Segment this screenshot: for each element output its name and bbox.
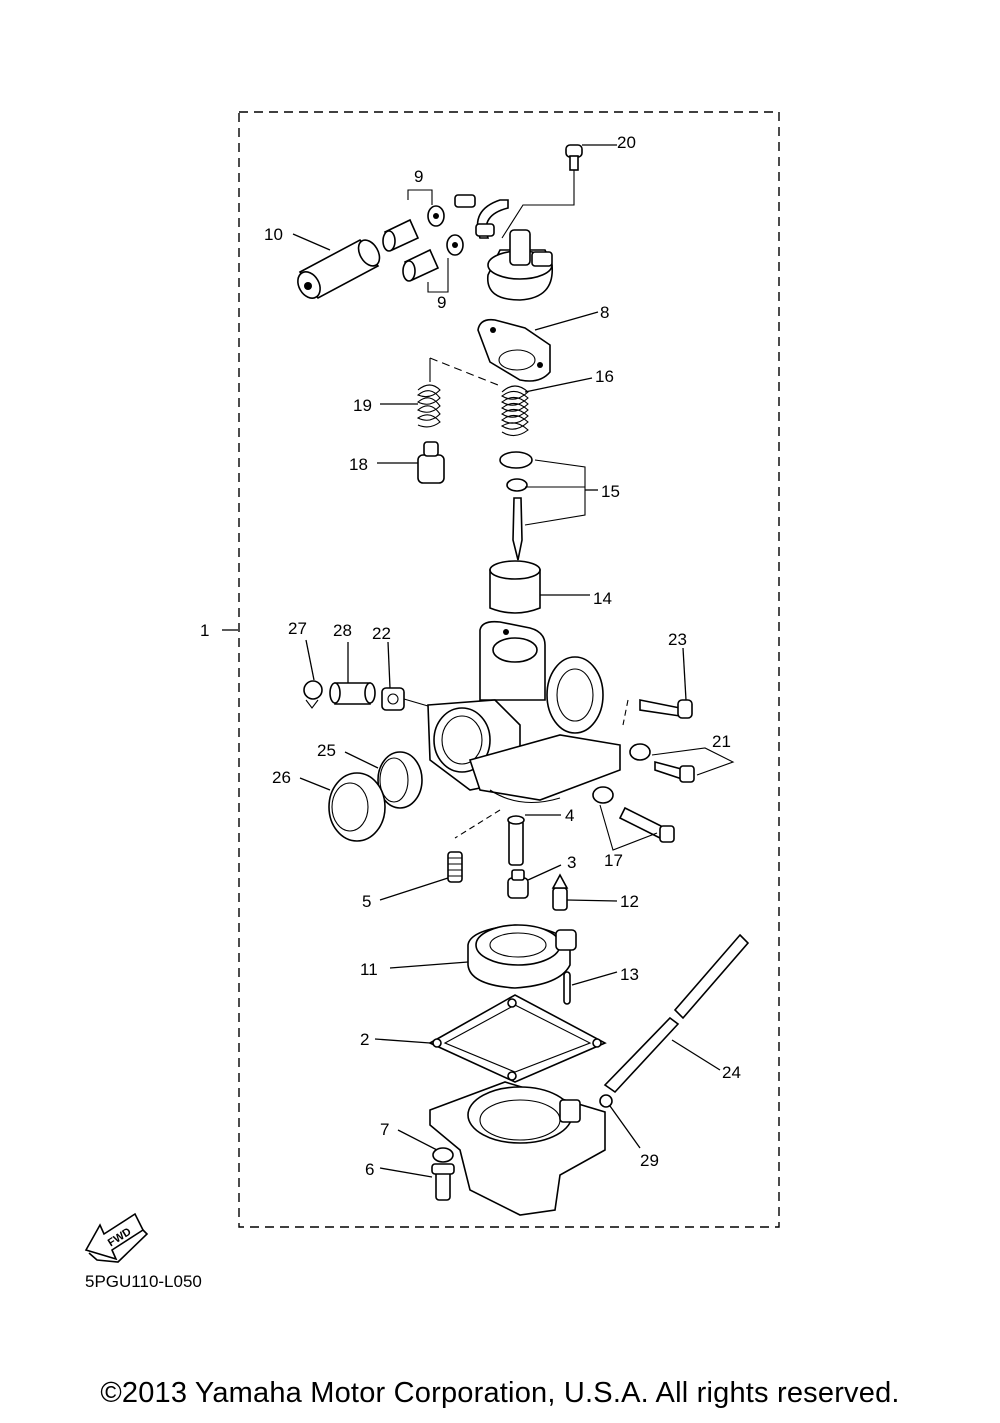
callout-22: 22	[372, 624, 391, 643]
part-nut-22	[381, 687, 429, 711]
part-plate-8	[477, 318, 551, 382]
part-float-needle-12	[551, 873, 569, 911]
callouts: 1 2 3 4 5 6 7 8 9 9 10 11 12 13 14 15 16…	[200, 133, 741, 1179]
callout-10: 10	[264, 225, 283, 244]
part-spacer-28	[329, 682, 376, 705]
part-float-11	[467, 924, 577, 989]
part-pilot-screw-17	[592, 786, 675, 851]
part-spring-19	[416, 384, 441, 428]
part-washer-7	[432, 1147, 454, 1163]
callout-7: 7	[380, 1120, 389, 1139]
diagram-code: 5PGU110-L050	[85, 1272, 202, 1291]
callout-13: 13	[620, 965, 639, 984]
callout-26: 26	[272, 768, 291, 787]
callout-9-bottom: 9	[437, 293, 446, 312]
callout-6: 6	[365, 1160, 374, 1179]
part-ring-26	[328, 772, 386, 842]
part-float-bowl	[429, 1081, 606, 1216]
part-throttle-valve-14	[489, 560, 541, 614]
callout-27: 27	[288, 619, 307, 638]
callout-15: 15	[601, 482, 620, 501]
callout-3: 3	[567, 853, 576, 872]
part-clip-29	[599, 1094, 613, 1108]
callout-16: 16	[595, 367, 614, 386]
callout-9-top: 9	[414, 167, 423, 186]
callout-2: 2	[360, 1030, 369, 1049]
part-sleeve-10	[297, 238, 381, 300]
callout-21: 21	[712, 732, 731, 751]
part-air-screw-21	[629, 743, 735, 783]
callout-29: 29	[640, 1151, 659, 1170]
callout-23: 23	[668, 630, 687, 649]
callout-17: 17	[604, 851, 623, 870]
callout-25: 25	[317, 741, 336, 760]
leader-lines	[222, 144, 721, 1178]
callout-11: 11	[360, 960, 378, 979]
part-adjusters-9	[382, 189, 464, 293]
part-clip-27	[303, 680, 323, 709]
fwd-arrow-icon: FWD	[84, 1212, 149, 1263]
part-pilot-jet-5	[447, 851, 463, 883]
part-plunger-18	[417, 441, 445, 484]
callout-18: 18	[349, 455, 368, 474]
part-clips-needle-15	[499, 451, 586, 561]
part-drain-tube-24	[603, 933, 750, 1094]
callout-8: 8	[600, 303, 609, 322]
callout-1: 1	[200, 621, 209, 640]
assembly-boundary	[238, 111, 780, 1228]
callout-19: 19	[353, 396, 372, 415]
part-screw-20	[501, 144, 583, 239]
part-screw-6	[431, 1163, 455, 1201]
part-ring-25	[377, 751, 423, 809]
part-float-pin-13	[563, 971, 571, 1005]
copyright-notice: ©2013 Yamaha Motor Corporation, U.S.A. A…	[100, 1377, 900, 1409]
callout-28: 28	[333, 621, 352, 640]
callout-12: 12	[620, 892, 639, 911]
part-screw-23	[622, 699, 693, 726]
callout-14: 14	[593, 589, 612, 608]
part-carb-body	[427, 620, 621, 803]
part-needle-jet-4	[454, 809, 525, 866]
part-spring-16	[429, 357, 529, 437]
part-gasket-2	[428, 994, 607, 1083]
callout-5: 5	[362, 892, 371, 911]
callout-4: 4	[565, 806, 574, 825]
callout-24: 24	[722, 1063, 741, 1082]
part-main-jet-3	[507, 869, 529, 899]
callout-20: 20	[617, 133, 636, 152]
part-cap-elbow	[454, 194, 553, 301]
